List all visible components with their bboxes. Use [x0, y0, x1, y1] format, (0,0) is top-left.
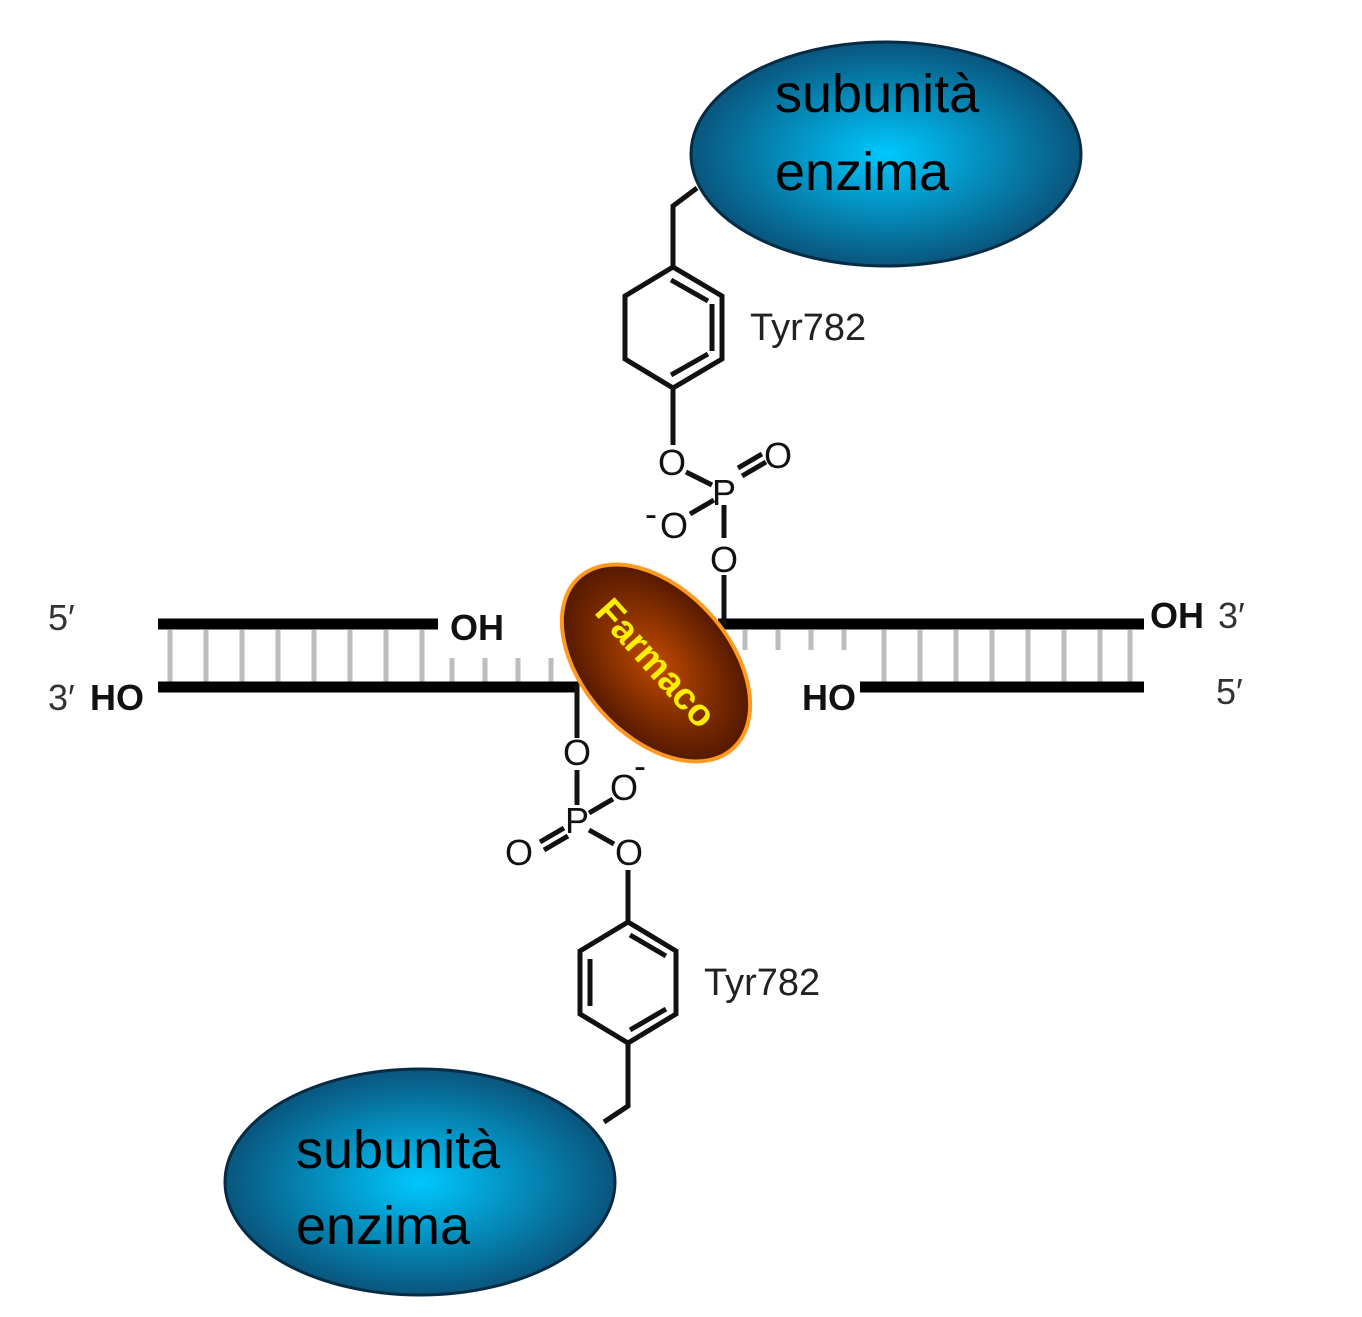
- top-linker-bond: [670, 186, 699, 267]
- bottom-subunit-label-line1: subunità: [296, 1120, 501, 1180]
- bottom-bridge-oxygen: O: [615, 832, 643, 873]
- right-base-pair-rungs: [742, 630, 1133, 682]
- left-bottom-3prime-label: 3′: [48, 677, 75, 718]
- left-base-pair-rungs: [167, 630, 554, 682]
- bottom-tyr782-label: Tyr782: [704, 962, 820, 1004]
- right-top-oh-label: OH: [1150, 595, 1204, 636]
- top-link-oxygen: O: [710, 539, 738, 580]
- left-top-5prime-label: 5′: [48, 597, 75, 638]
- right-top-3prime-label: 3′: [1218, 595, 1245, 636]
- bottom-strand-to-phosphate-bond: [574, 684, 580, 738]
- bottom-charged-oxygen: O: [610, 767, 638, 808]
- top-enzyme-subunit: [689, 40, 1083, 268]
- top-enzyme-arm: O P O - O O Tyr782 subunità enzima: [622, 40, 1083, 625]
- top-phosphate-to-strand-bond: [720, 575, 727, 625]
- bottom-phosphorus: P: [565, 800, 589, 841]
- bottom-tyrosine-ring: [577, 919, 679, 1046]
- bottom-minus-sign: -: [634, 745, 646, 786]
- top-phosphorus: P: [712, 472, 736, 513]
- top-tyr782-label: Tyr782: [750, 307, 866, 349]
- top-subunit-label-line2: enzima: [775, 142, 950, 202]
- bottom-link-oxygen: O: [563, 732, 591, 773]
- left-top-oh-label: OH: [450, 607, 504, 648]
- drug: Farmaco: [559, 562, 753, 764]
- right-bottom-ho-label: HO: [802, 677, 856, 718]
- drug-ellipse: [559, 562, 753, 764]
- top-minus-sign: -: [645, 493, 657, 534]
- top-double-bond-oxygen: O: [764, 435, 792, 476]
- left-bottom-ho-label: HO: [90, 677, 144, 718]
- bottom-enzyme-subunit: [223, 1067, 617, 1297]
- dna-duplex: 5′ OH 3′ HO OH 3′ HO 5′: [48, 595, 1245, 718]
- bottom-subunit-label-line2: enzima: [296, 1196, 471, 1256]
- top-subunit-label-line1: subunità: [775, 64, 980, 124]
- top-charged-oxygen: O: [660, 505, 688, 546]
- bottom-enzyme-arm: O O - P O O Tyr782 subunità enzima: [223, 684, 820, 1297]
- right-bottom-5prime-label: 5′: [1216, 671, 1243, 712]
- bottom-linker-bond: [602, 1043, 631, 1125]
- top-tyrosine-ring: [622, 264, 725, 391]
- bottom-double-bond-oxygen: O: [505, 832, 533, 873]
- top-bridge-oxygen: O: [658, 442, 686, 483]
